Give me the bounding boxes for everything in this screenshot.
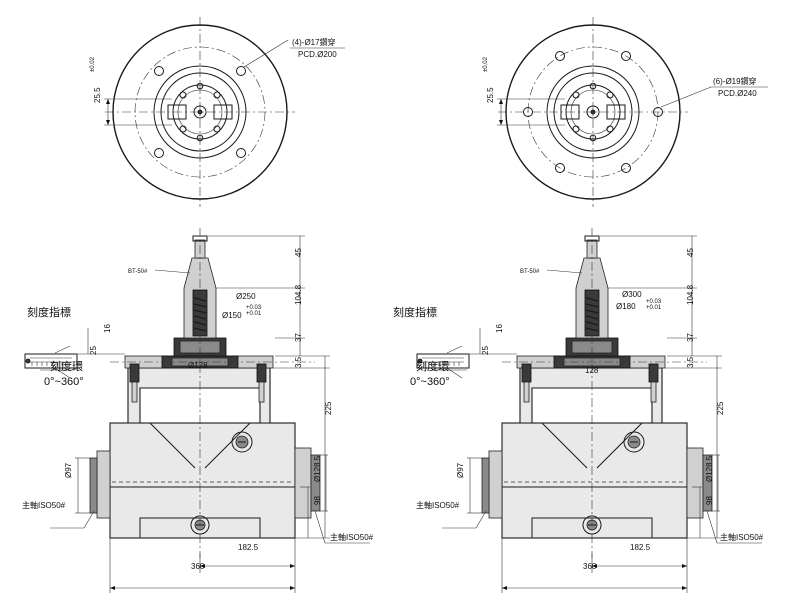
bt-label-right: BT-50#: [520, 269, 540, 275]
dim-flange-left: Ø250: [236, 292, 256, 301]
dim-25-left: 25: [89, 346, 98, 355]
angle-range-right: 0°~360°: [410, 376, 450, 388]
dim-104-8-left: 104.8: [294, 284, 303, 305]
dim-98-right: 98: [705, 496, 714, 505]
scale-pointer-left: 刻度指標: [27, 305, 71, 319]
spindle-label-right: 主軸ISO50#: [416, 500, 460, 510]
pcd-label-right: PCD.Ø240: [718, 89, 757, 98]
dim-360-right: 360: [583, 562, 597, 571]
dim-182-5-right: 182.5: [630, 543, 651, 552]
dim-225-left: 225: [324, 401, 333, 415]
holes-label-right: (6)-Ø19鑽穿: [713, 76, 757, 86]
dim-97-left: Ø97: [64, 462, 73, 478]
dim-360-left: 360: [191, 562, 205, 571]
dim-25-5-left: 25.5: [93, 87, 102, 103]
dim-bore-right: Ø180: [616, 302, 636, 311]
tol-right: ±0.02: [483, 56, 489, 72]
dim-182-5-left: 182.5: [238, 543, 259, 552]
spindle-label-right-2: 主軸ISO50#: [720, 532, 764, 542]
dim-bore-left: Ø150: [222, 311, 242, 320]
scale-ring-right: 刻度環: [416, 359, 449, 373]
dim-3-5-left: 3.5: [294, 356, 303, 368]
dim-base-left: Ø128: [188, 361, 208, 370]
dim-37-left: 37: [294, 333, 303, 342]
dim-25-right: 25: [481, 346, 490, 355]
front-view-right: [416, 227, 763, 594]
angle-range-left: 0°~360°: [44, 376, 84, 388]
dim-225-right: 225: [716, 401, 725, 415]
pcd-label-left: PCD.Ø200: [298, 50, 337, 59]
tol-left: ±0.02: [90, 56, 96, 72]
top-view-left: [103, 16, 296, 208]
scale-ring-left: 刻度環: [50, 359, 83, 373]
spindle-label-left-2: 主軸ISO50#: [330, 532, 374, 542]
dim-128-5-left: Ø128.5: [313, 455, 322, 482]
spindle-label-left: 主軸ISO50#: [22, 500, 66, 510]
tol-minus-right: +0.01: [646, 305, 662, 311]
holes-label-left: (4)-Ø17鑽穿: [292, 37, 336, 47]
dim-37-right: 37: [686, 333, 695, 342]
dim-98-left: 98: [313, 496, 322, 505]
dim-base-right: 128: [585, 366, 599, 375]
scale-pointer-right: 刻度指標: [393, 305, 437, 319]
dim-45-left: 45: [294, 248, 303, 257]
bt-label-left: BT-50#: [128, 269, 148, 275]
tol-plus-right: +0.03: [646, 299, 662, 305]
front-view-left: [24, 227, 371, 594]
dim-104-8-right: 104.8: [686, 284, 695, 305]
dim-flange-right: Ø300: [622, 290, 642, 299]
dim-45-right: 45: [686, 248, 695, 257]
dim-128-5-right: Ø128.5: [705, 455, 714, 482]
tol-minus-left: +0.01: [246, 311, 262, 317]
dim-3-5-right: 3.5: [686, 356, 695, 368]
dim-16-right: 16: [495, 324, 504, 333]
dim-25-5-right: 25.5: [486, 87, 495, 103]
dim-16-left: 16: [103, 324, 112, 333]
tol-plus-left: +0.03: [246, 305, 262, 311]
dim-97-right: Ø97: [456, 462, 465, 478]
top-view-right: [496, 16, 712, 208]
